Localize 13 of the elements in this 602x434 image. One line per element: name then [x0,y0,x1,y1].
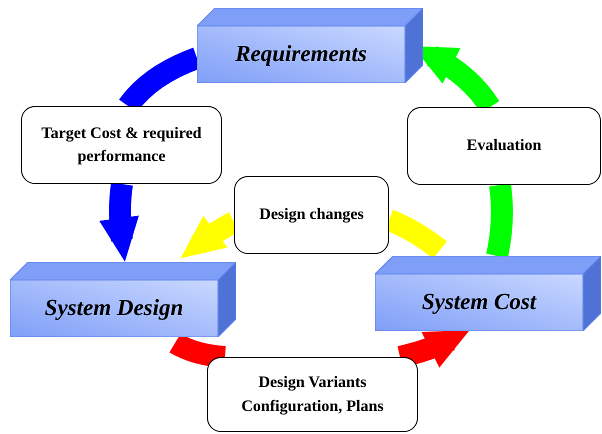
rounded-box [21,106,222,184]
rounded-box [207,357,418,432]
box-title: System Cost [422,288,536,316]
box-label: Design changes [259,205,364,226]
rounded-box [234,176,389,254]
curved-arrow [99,182,140,262]
box-label: Evaluation [466,136,542,156]
rounded-box [407,107,601,185]
box-title: Requirements [235,40,367,68]
curved-arrow [397,330,470,368]
box-title: System Design [44,294,184,322]
box-label: Target Cost & required performance [40,124,203,167]
box-label: Design Variants Configuration, Plans [240,373,385,416]
